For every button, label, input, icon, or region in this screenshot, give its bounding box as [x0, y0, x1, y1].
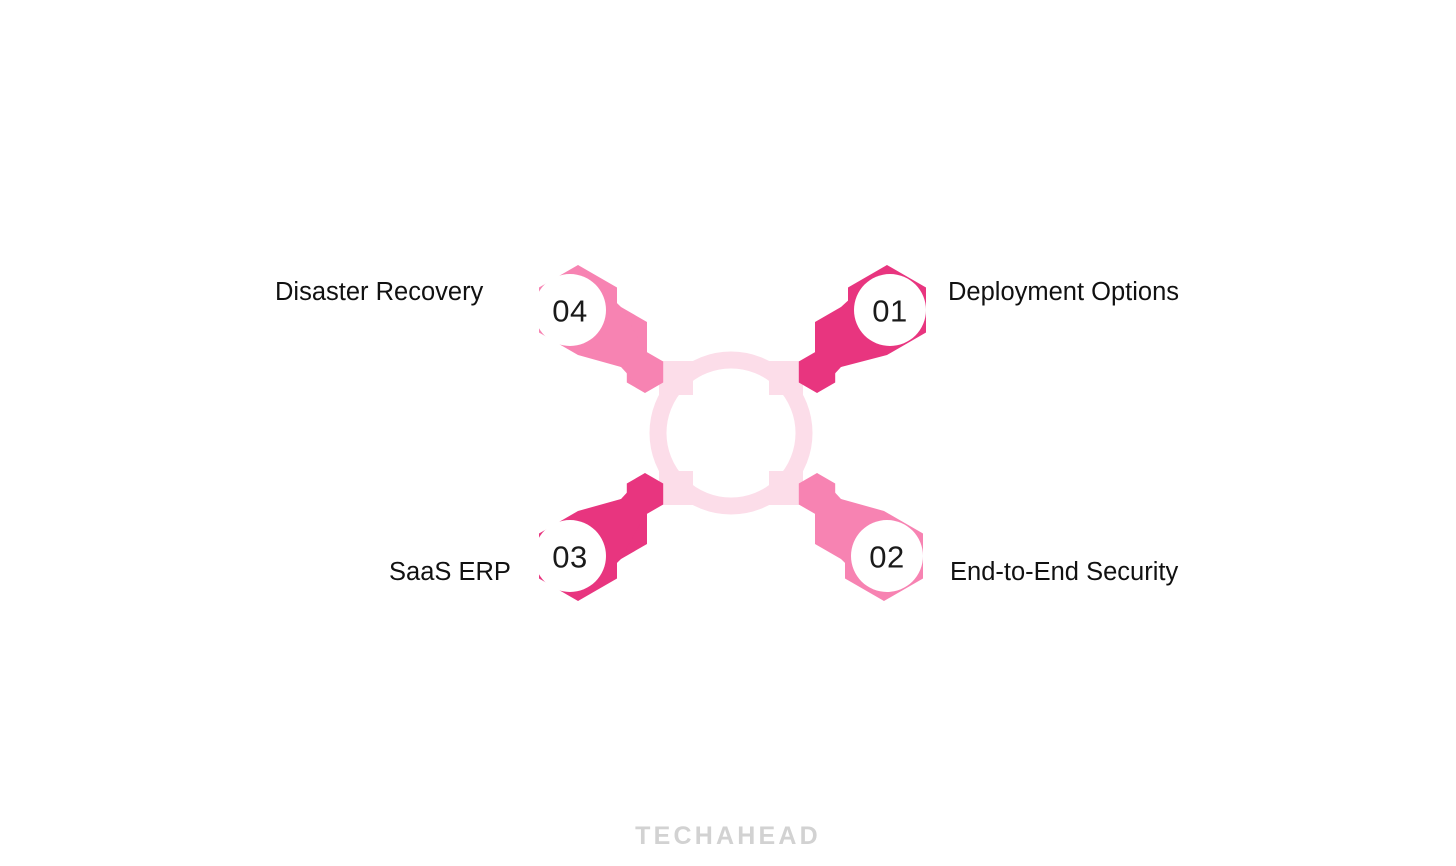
node-01-number-circle: [854, 274, 926, 346]
node-04-label: Disaster Recovery: [275, 278, 484, 306]
node-04-shape[interactable]: 04: [534, 265, 664, 393]
center-ring: [649, 351, 813, 515]
techahead-watermark: TECHAHEAD: [635, 822, 821, 850]
node-04-number: 04: [552, 294, 587, 329]
node-02-number: 02: [869, 540, 904, 575]
node-02-label: End-to-End Security: [950, 558, 1179, 586]
node-03-number: 03: [552, 540, 587, 575]
node-01-number: 01: [872, 294, 907, 329]
node-03-number-circle: [534, 520, 606, 592]
node-03-shape[interactable]: 03: [534, 473, 664, 601]
node-03-label: SaaS ERP: [389, 558, 511, 586]
node-02-number-circle: [851, 520, 923, 592]
node-01-label: Deployment Options: [948, 278, 1180, 306]
node-02-shape[interactable]: 02: [798, 473, 923, 601]
node-01-shape[interactable]: 01: [798, 265, 926, 393]
node-04-number-circle: [534, 274, 606, 346]
